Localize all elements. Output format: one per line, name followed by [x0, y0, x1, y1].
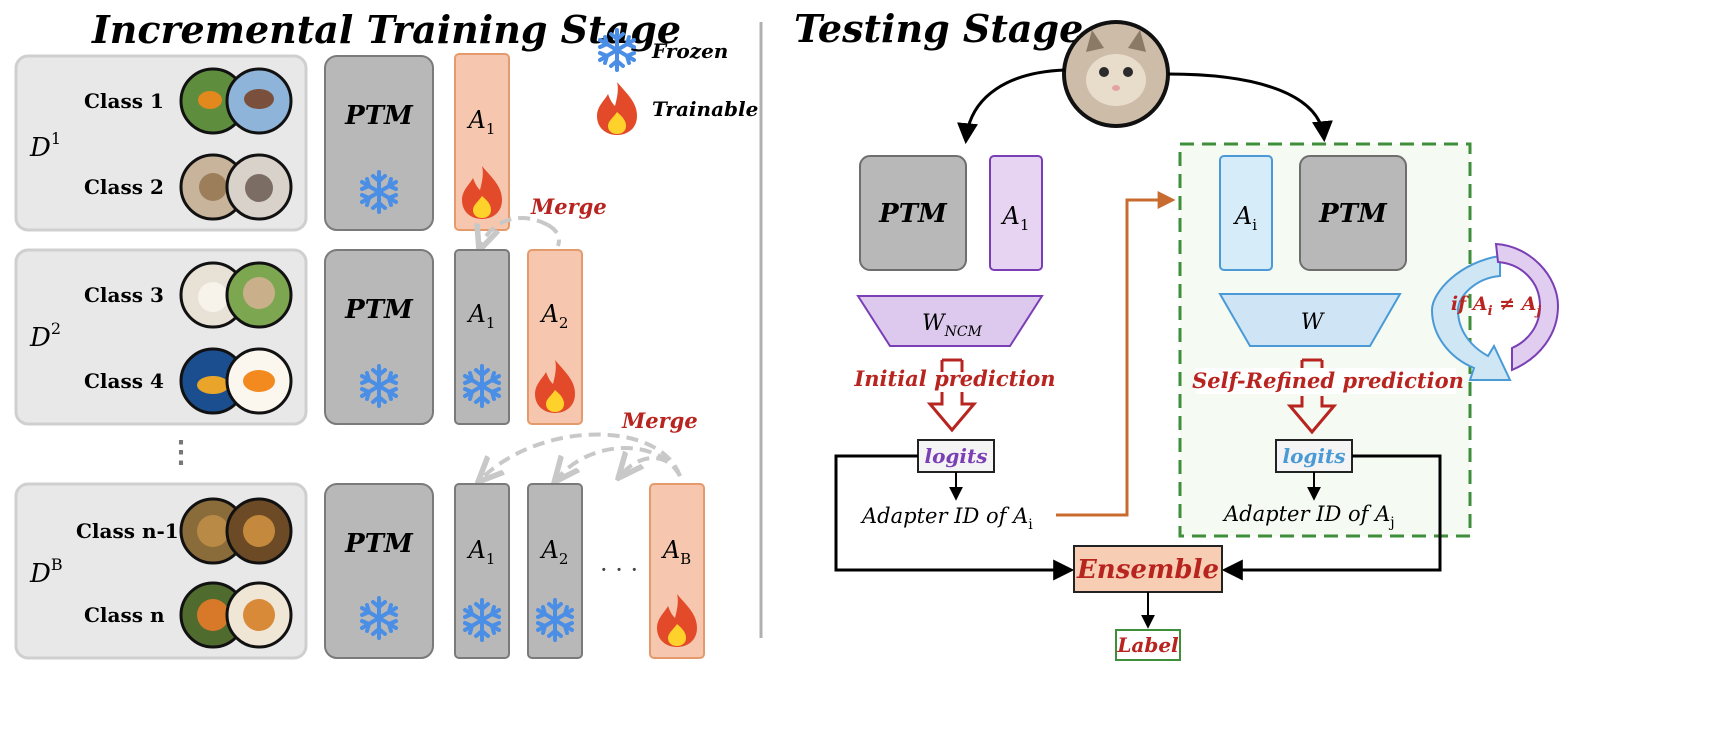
test-adapter-a1-label: A1	[1001, 202, 1030, 234]
ptm-block-1	[324, 55, 434, 231]
ensemble-label: Ensemble	[1076, 555, 1219, 585]
tiger-photos	[179, 581, 293, 649]
adapter-id-right: Adapter ID of Aj	[1222, 502, 1395, 531]
class-n-1-label: Class n-1	[76, 519, 179, 543]
test-adapter-ai-label: Ai	[1233, 202, 1257, 234]
right-to-ensemble-arrow	[1221, 454, 1442, 581]
w-label: W	[1301, 310, 1326, 335]
test-ptm-label-left: PTM	[878, 199, 948, 229]
refine-loop-icon	[1430, 242, 1560, 381]
lion-photos	[179, 497, 293, 565]
self-refined-bg	[1196, 368, 1456, 394]
w-ncm-classifier	[856, 295, 1044, 347]
dataset-b-symbol: DB	[29, 555, 63, 589]
legend-trainable-label: Trainable	[652, 97, 758, 121]
orange-route-arrow	[1056, 191, 1176, 517]
ptm-block-2	[324, 249, 434, 425]
legend-frozen-label: Frozen	[651, 39, 728, 63]
vertical-ellipsis: ⋮	[166, 435, 196, 470]
adapter-a2-label-rowb: A2	[540, 536, 569, 568]
left-to-ensemble-arrow	[834, 454, 1075, 581]
merge-label-2: Merge	[621, 408, 698, 433]
adapter-a1-label-rowb: A1	[467, 536, 496, 568]
merge-arrow-2b	[556, 446, 682, 480]
dataset-2-symbol: D2	[29, 319, 61, 353]
merge-arrow-2a	[480, 432, 682, 480]
adapter-id-left: Adapter ID of Ai	[860, 504, 1033, 533]
test-ptm-block-right	[1299, 155, 1407, 271]
cat-photos	[179, 153, 293, 221]
adapter-a2-label: A2	[540, 300, 569, 332]
left-title: Incremental Training Stage	[91, 7, 681, 52]
test-ptm-block-left	[859, 155, 967, 271]
label-text: Label	[1116, 633, 1179, 657]
adapter-a1-label: A1	[467, 106, 496, 138]
loop-condition-label: if Ai ≠ Aj	[1451, 293, 1542, 319]
test-ptm-label-right: PTM	[1318, 199, 1388, 229]
self-refined-prediction-label: Self-Refined prediction	[1192, 368, 1464, 393]
fish-photos	[179, 347, 293, 415]
class-n-label: Class n	[84, 603, 165, 627]
adapter-a1-label-row2: A1	[467, 300, 496, 332]
merge-arrow-1a	[480, 216, 549, 248]
w-ncm-label: WNCM	[922, 311, 983, 340]
class-1-label: Class 1	[84, 89, 164, 113]
label-box	[1115, 629, 1181, 661]
merge-label-1: Merge	[530, 194, 607, 219]
logits-label-left: logits	[924, 444, 987, 468]
bird-photo	[179, 67, 293, 135]
class-4-label: Class 4	[84, 369, 164, 393]
prediction-arrow-head-left	[926, 392, 978, 433]
logits-box-left	[917, 439, 995, 473]
merge-arrow-2c	[620, 458, 682, 476]
dataset-1-symbol: D1	[29, 129, 61, 163]
legend-fire-icon	[597, 82, 637, 135]
test-adapter-ai	[1219, 155, 1273, 271]
class-2-label: Class 2	[84, 175, 164, 199]
class-3-label: Class 3	[84, 283, 164, 307]
dog-photos	[179, 261, 293, 329]
prediction-arrow-head-right	[1286, 396, 1338, 435]
cat-to-right-arrow	[1167, 72, 1333, 143]
w-classifier	[1218, 293, 1402, 347]
initial-prediction-label: Initial prediction	[853, 366, 1055, 391]
logits-label-right: logits	[1282, 444, 1345, 468]
ptm-label-2: PTM	[344, 295, 414, 325]
cat-to-left-arrow	[957, 68, 1066, 145]
ptm-label-1: PTM	[344, 101, 414, 131]
horizontal-ellipsis: · · ·	[600, 556, 638, 584]
right-title: Testing Stage	[794, 6, 1083, 51]
cat-photo	[1062, 20, 1170, 128]
test-adapter-a1	[989, 155, 1043, 271]
prediction-arrow-stem-left	[940, 358, 964, 372]
adapter-ab-label: AB	[661, 536, 691, 568]
ptm-block-b	[324, 483, 434, 659]
ptm-label-b: PTM	[344, 529, 414, 559]
merge-arrow-1b	[546, 223, 561, 247]
